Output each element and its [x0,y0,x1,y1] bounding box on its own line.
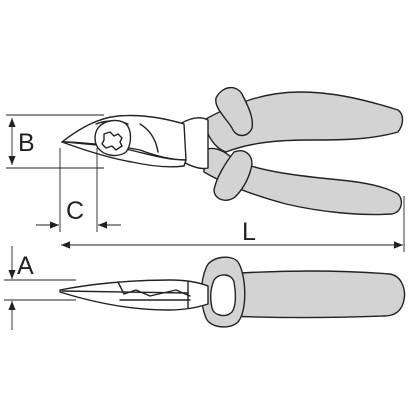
side-joint [117,281,191,297]
dim-label-C: C [66,197,84,225]
pliers-side-view [59,256,406,328]
jaw-bevel-2 [139,123,159,153]
dim-label-A: A [17,252,34,280]
pivot-neck [179,117,209,170]
dimension-lines [4,114,405,330]
pliers-top-view [61,87,404,216]
upper-handle-guard [215,87,254,137]
dim-label-B: B [18,129,35,157]
upper-handle [203,91,404,153]
side-jaws [59,279,209,311]
side-guard-ring [209,274,237,317]
lower-handle-guard [213,150,253,201]
side-handle [225,270,406,319]
pivot-rivet [101,131,123,151]
dim-label-L: L [242,218,256,246]
